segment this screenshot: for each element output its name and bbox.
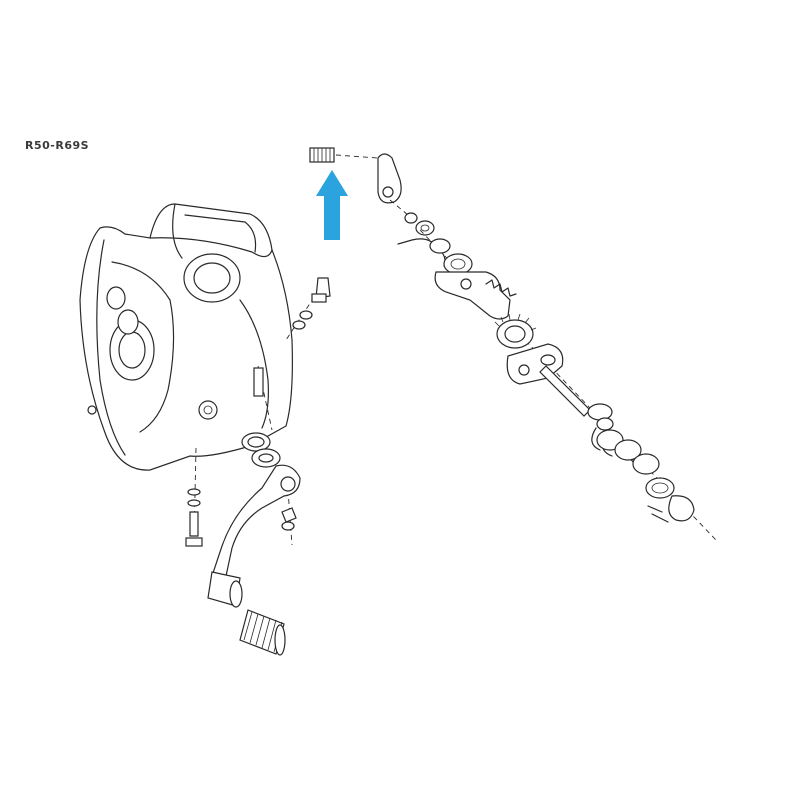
kickstart-lever <box>207 448 301 608</box>
kickstart-shaft <box>539 365 614 431</box>
detent-spring <box>309 147 379 163</box>
highlight-arrow-icon <box>316 170 348 240</box>
ratchet-segment <box>434 271 517 320</box>
model-label: R50-R69S <box>25 139 90 152</box>
drive-gear <box>494 313 537 349</box>
gearbox-housing <box>79 203 293 471</box>
pedal-rubber-grip <box>239 609 286 656</box>
housing-hardware <box>185 277 331 547</box>
kickstart-coil-spring <box>591 427 695 523</box>
return-spring <box>397 238 473 275</box>
stop-pawl <box>377 153 435 236</box>
